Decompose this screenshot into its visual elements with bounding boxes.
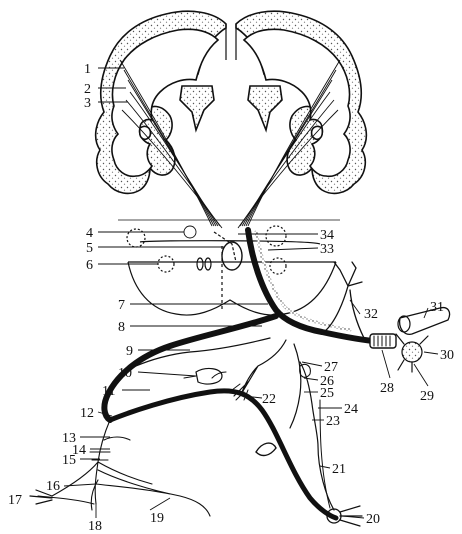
mid-branch-a <box>234 340 286 396</box>
nerve-trunks <box>30 230 450 526</box>
label-4: 4 <box>86 226 93 241</box>
label-1: 1 <box>84 62 91 77</box>
ganglion-ten <box>196 369 222 384</box>
label-28: 28 <box>380 381 394 396</box>
lateral-ventricles <box>180 86 282 130</box>
brain-section <box>96 11 367 193</box>
main-trunk <box>248 230 382 342</box>
left-branch-inner <box>110 391 336 518</box>
label-32: 32 <box>364 307 378 322</box>
ganglion-right <box>402 342 422 362</box>
motor-nucleus <box>222 242 242 270</box>
label-15: 15 <box>62 453 76 468</box>
longitudinal-fissure <box>226 24 236 60</box>
label-7: 7 <box>118 298 125 313</box>
label-17: 17 <box>8 493 22 508</box>
label-19: 19 <box>150 511 164 526</box>
nucleus-left-low <box>158 256 174 272</box>
mid-branch-b <box>290 344 301 428</box>
label-26: 26 <box>320 374 334 389</box>
label-16: 16 <box>46 479 60 494</box>
label-6: 6 <box>86 258 93 273</box>
callout-labels: 1 2 3 4 5 6 7 8 9 10 11 12 13 14 15 16 1… <box>8 62 454 534</box>
label-11: 11 <box>102 384 115 399</box>
label-21: 21 <box>332 462 346 477</box>
nucleus-right-mid <box>266 226 286 246</box>
label-5: 5 <box>86 241 93 256</box>
label-27: 27 <box>324 360 338 375</box>
mid-loop <box>300 364 311 377</box>
nucleus-center-b <box>205 258 211 270</box>
label-31: 31 <box>430 300 444 315</box>
label-33: 33 <box>320 242 334 257</box>
label-23: 23 <box>326 414 340 429</box>
upper-right-branch <box>324 262 362 332</box>
upper-right-vessel <box>350 290 364 338</box>
nucleus-right-low <box>270 258 286 274</box>
label-22: 22 <box>262 392 276 407</box>
label-9: 9 <box>126 344 133 359</box>
label-24: 24 <box>344 402 358 417</box>
label-10: 10 <box>118 366 132 381</box>
label-2: 2 <box>84 82 91 97</box>
label-29: 29 <box>420 389 434 404</box>
label-12: 12 <box>80 406 94 421</box>
label-34: 34 <box>320 228 334 243</box>
label-30: 30 <box>440 348 454 363</box>
label-8: 8 <box>118 320 125 335</box>
nucleus-center-a <box>197 258 203 270</box>
label-18: 18 <box>88 519 102 534</box>
branch-thirteen <box>104 437 130 440</box>
lower-node <box>256 443 276 455</box>
label-3: 3 <box>84 96 91 111</box>
nucleus-left-upper <box>184 226 196 238</box>
label-20: 20 <box>366 512 380 527</box>
